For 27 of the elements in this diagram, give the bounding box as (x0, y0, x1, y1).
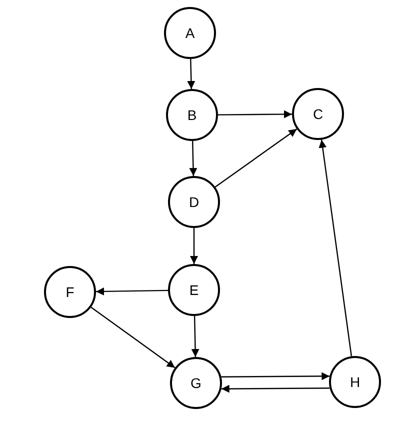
node-circle (170, 357, 222, 409)
node-label: F (66, 284, 74, 300)
node-circle (329, 356, 381, 408)
node-circle (44, 266, 96, 318)
arrow (90, 306, 176, 368)
arrow (221, 384, 330, 393)
node-label: C (312, 106, 324, 122)
arrow (189, 140, 198, 176)
node-label: B (187, 107, 197, 123)
node-circle (164, 7, 216, 59)
node-circle (168, 176, 220, 228)
arrow (187, 58, 196, 90)
node-circle (292, 88, 344, 140)
node-label: E (189, 282, 199, 298)
node-label: G (190, 375, 202, 391)
node-label: H (350, 374, 360, 390)
arrow (318, 140, 352, 356)
node-label: D (188, 194, 200, 210)
arrow (191, 316, 200, 358)
node-circle (168, 264, 220, 316)
node-label: A (185, 25, 195, 41)
arrow (96, 287, 168, 296)
arrow (214, 128, 298, 188)
arrow (218, 110, 292, 118)
node-circle (166, 89, 218, 141)
arrow (221, 372, 330, 380)
arrow (190, 228, 198, 264)
